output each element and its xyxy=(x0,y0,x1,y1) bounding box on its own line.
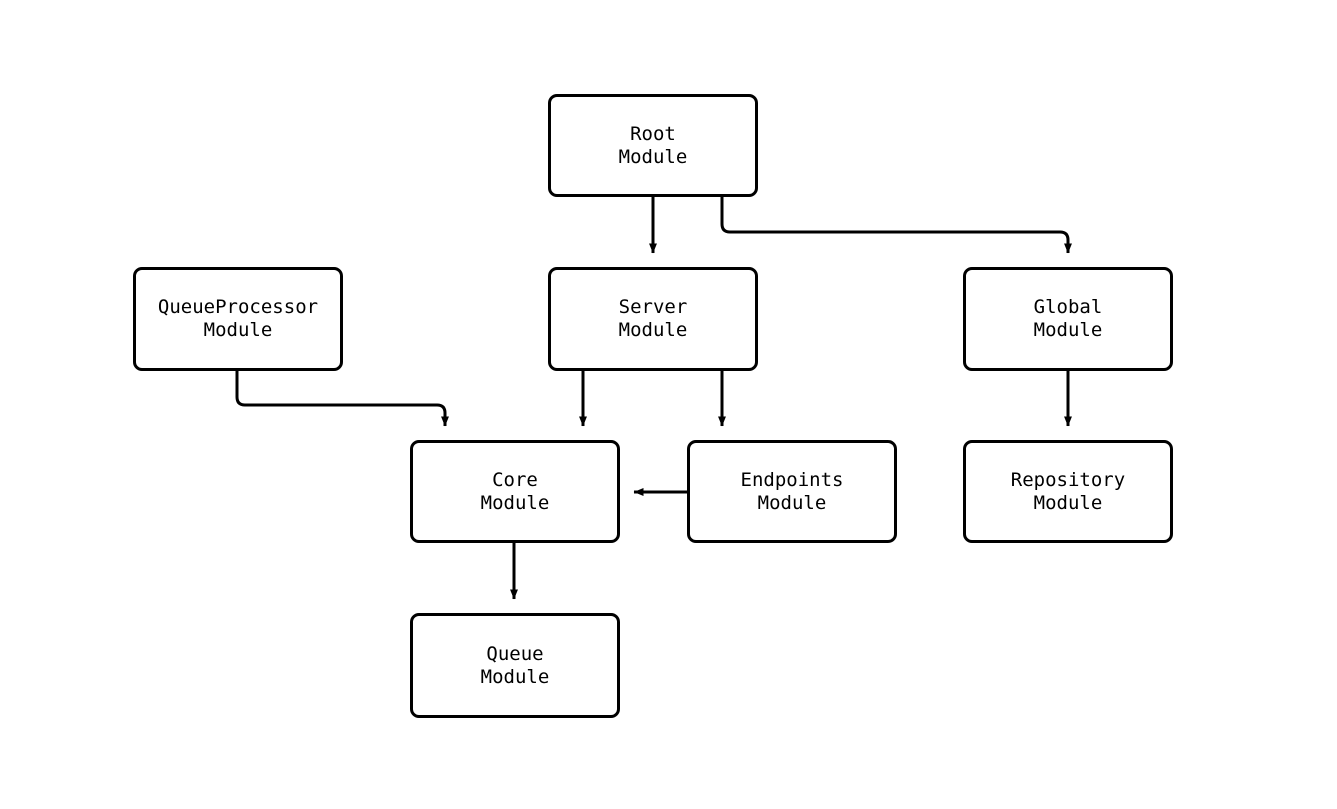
node-label-name: Global xyxy=(1033,296,1103,318)
node-label-name: Queue xyxy=(486,642,544,665)
node-label-suffix: Module xyxy=(618,145,688,168)
node-label-suffix: Module xyxy=(618,319,688,341)
node-label-name: Repository xyxy=(1010,468,1126,491)
node-label-suffix: Module xyxy=(757,491,827,514)
node-label-name: Endpoints xyxy=(740,468,844,491)
node-label-name: Core xyxy=(492,468,538,491)
node-label-name: QueueProcessor xyxy=(157,296,319,318)
node-label-suffix: Module xyxy=(480,665,550,688)
edge-root-to-global xyxy=(720,197,1072,254)
edge-queueprocessor-to-core xyxy=(235,371,449,427)
node-label-suffix: Module xyxy=(1033,319,1103,341)
node-label-suffix: Module xyxy=(1033,491,1103,514)
edge-group xyxy=(235,197,1072,600)
node-label-name: Root xyxy=(630,122,676,145)
node-label-suffix: Module xyxy=(480,491,550,514)
node-label-name: Server xyxy=(618,296,688,318)
node-label-suffix: Module xyxy=(203,319,273,341)
